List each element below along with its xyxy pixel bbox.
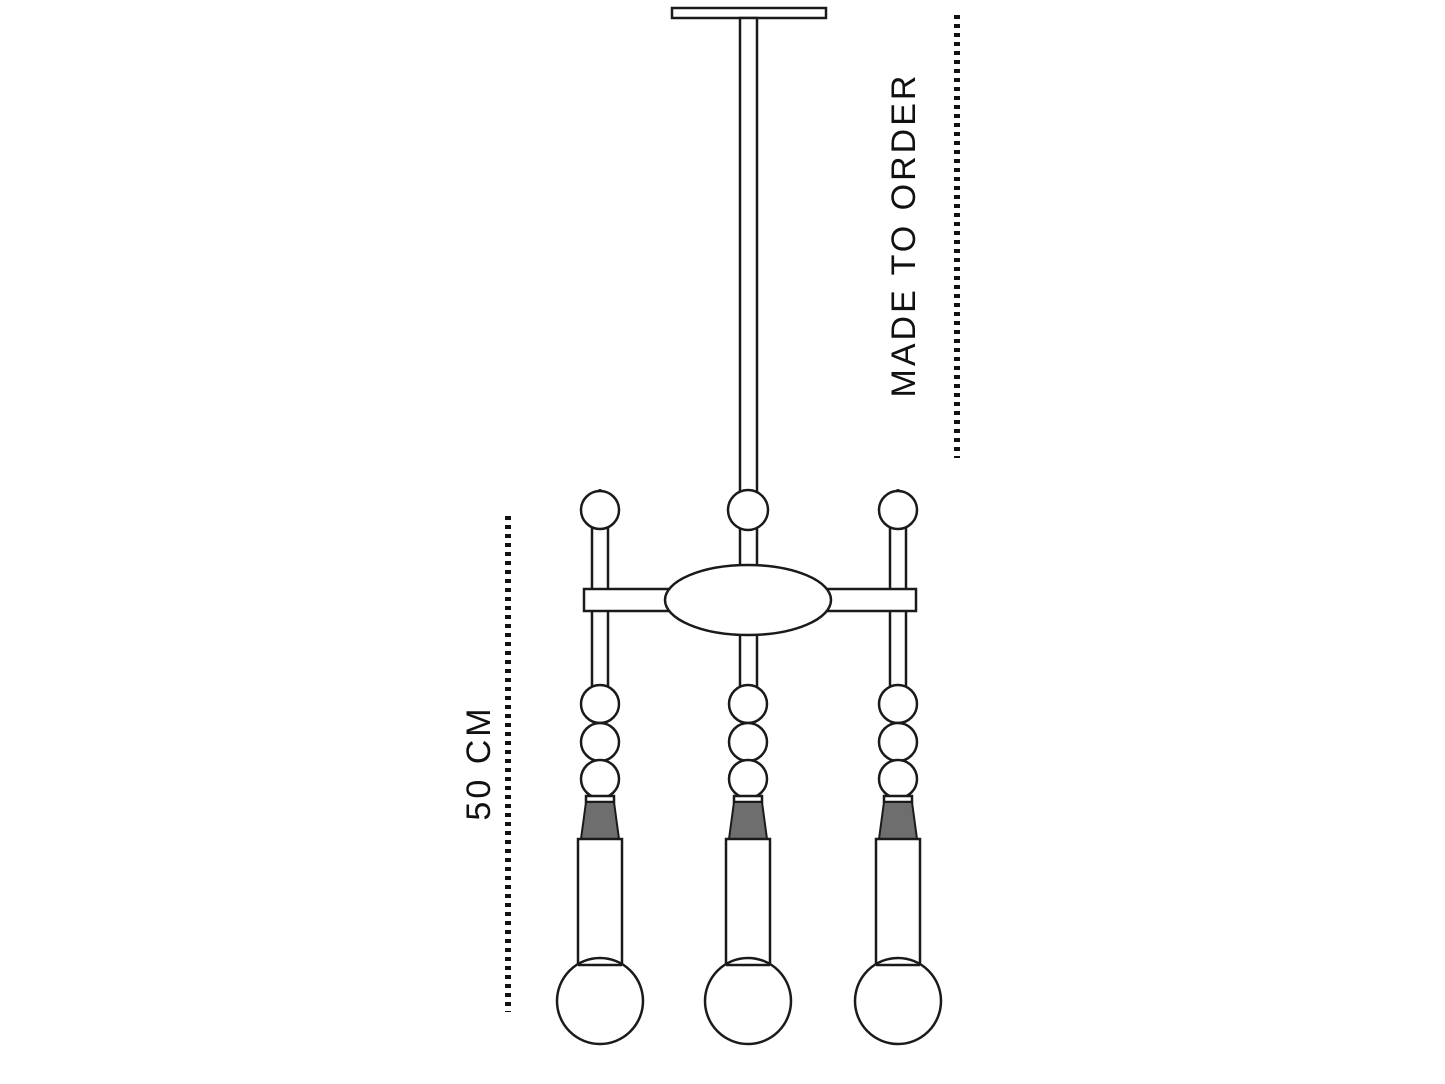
bulb-globe [703, 956, 793, 1046]
bead [727, 721, 769, 763]
drop-label: 50 CM [460, 705, 498, 820]
length-label: MADE TO ORDER [885, 73, 923, 398]
bead [579, 721, 621, 763]
top-ball [579, 489, 621, 531]
bead [579, 758, 621, 800]
lamp-socket [727, 801, 769, 840]
top-ball [726, 488, 770, 532]
lamp-socket [579, 801, 621, 840]
bead [727, 758, 769, 800]
bead [877, 721, 919, 763]
bulb-globe [555, 956, 645, 1046]
bulb-globe [853, 956, 943, 1046]
bead [877, 758, 919, 800]
bulb-neck [724, 837, 772, 967]
bulb-neck [576, 837, 624, 967]
center-hub [663, 563, 833, 637]
suspension-stem [738, 16, 759, 498]
chandelier [555, 6, 943, 1046]
center-rod-lower [738, 628, 759, 692]
ceiling-canopy [670, 6, 828, 20]
bulb-neck [874, 837, 922, 967]
lamp-socket [877, 801, 919, 840]
bead [727, 683, 769, 725]
bead [579, 683, 621, 725]
center-rod-upper [738, 524, 759, 570]
top-ball [877, 489, 919, 531]
bead [877, 683, 919, 725]
